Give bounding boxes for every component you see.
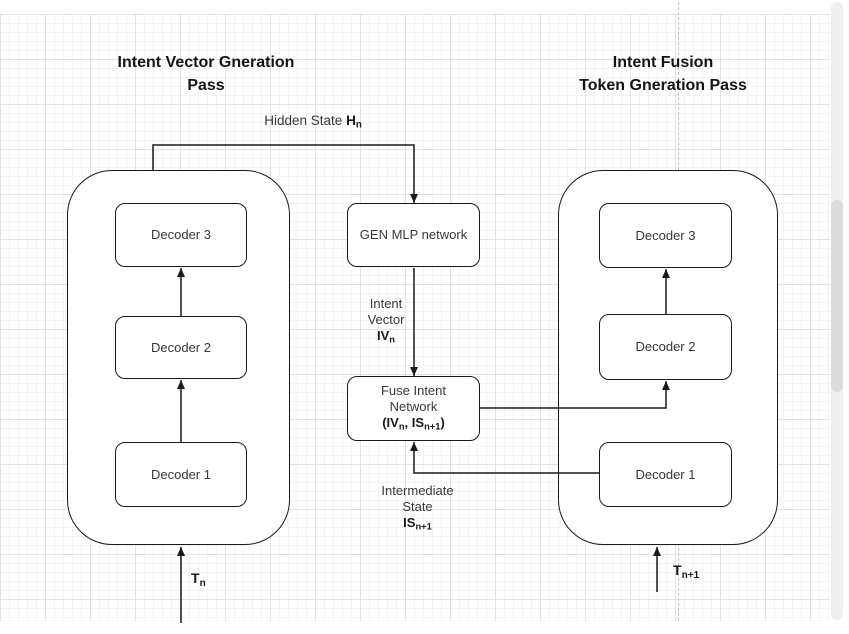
intermediate-line1: Intermediate bbox=[381, 483, 454, 498]
tn-input-label[interactable]: Tn bbox=[191, 570, 206, 589]
hidden-state-text: Hidden State bbox=[264, 113, 347, 128]
fuse-intent-box[interactable]: Fuse Intent Network (IVn, ISn+1) bbox=[347, 376, 480, 441]
right-pass-title[interactable]: Intent Fusion Token Gneration Pass bbox=[579, 54, 747, 94]
decoder1-left-box[interactable]: Decoder 1 bbox=[115, 442, 247, 507]
left-pass-title[interactable]: Intent Vector Gneration Pass bbox=[117, 54, 295, 94]
decoder3-left-box[interactable]: Decoder 3 bbox=[115, 203, 247, 267]
fuse-line1: Fuse Intent bbox=[380, 382, 447, 398]
decoder2-right-box[interactable]: Decoder 2 bbox=[599, 314, 732, 380]
intermediate-symbol: ISn+1 bbox=[403, 515, 432, 532]
gen-mlp-box[interactable]: GEN MLP network bbox=[347, 203, 480, 267]
decoder1-right-to-fuse-arrow[interactable] bbox=[410, 442, 599, 474]
intermediate-state-label[interactable]: Intermediate State ISn+1 bbox=[355, 483, 480, 535]
intermediate-line2: State bbox=[402, 499, 433, 514]
intent-vector-symbol: IVn bbox=[376, 328, 395, 345]
intent-vector-line2: Vector bbox=[367, 312, 405, 327]
fuse-args: (IVn, ISn+1) bbox=[382, 414, 445, 432]
decoder2-left-box[interactable]: Decoder 2 bbox=[115, 316, 247, 379]
hidden-state-label[interactable]: Hidden State Hn bbox=[264, 113, 362, 131]
decoder1-right-box[interactable]: Decoder 1 bbox=[599, 442, 732, 507]
tn1-input-label[interactable]: Tn+1 bbox=[673, 562, 700, 581]
intent-vector-line1: Intent bbox=[369, 296, 403, 311]
decoder3-right-box[interactable]: Decoder 3 bbox=[599, 203, 732, 268]
vertical-scrollbar-track[interactable] bbox=[831, 2, 843, 620]
fuse-line2: Network bbox=[389, 398, 438, 414]
hidden-state-arrow[interactable] bbox=[152, 144, 418, 203]
intent-vector-label[interactable]: Intent Vector IVn bbox=[346, 296, 426, 348]
fuse-to-decoder2-right-arrow[interactable] bbox=[480, 381, 670, 409]
vertical-scrollbar-thumb[interactable] bbox=[831, 200, 843, 392]
